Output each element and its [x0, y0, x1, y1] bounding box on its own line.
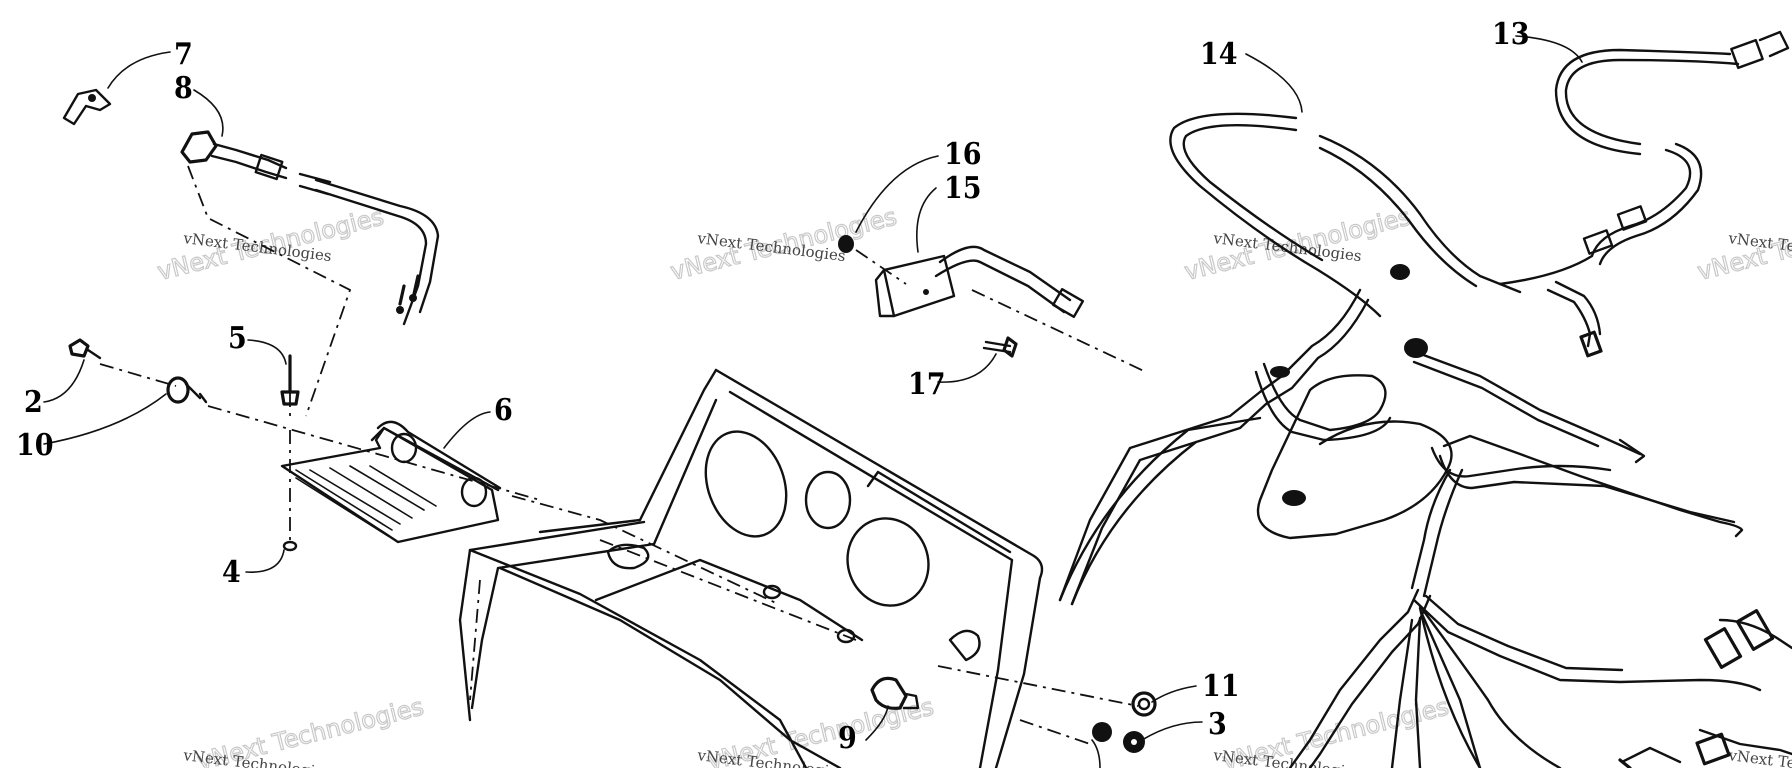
plug-part-16: [838, 235, 854, 253]
leader-lines: [43, 35, 1583, 768]
console-panel: [458, 368, 1044, 768]
watermark: vNext Technologies: [1727, 746, 1792, 768]
wire-harness-13: [1498, 30, 1790, 358]
callout-17: 17: [908, 367, 946, 402]
nut-part-11: [1131, 691, 1157, 717]
callout-15: 15: [944, 171, 982, 206]
watermark: vNext Technologies vNext Technologies: [182, 692, 428, 768]
screw-part-2: [68, 338, 102, 360]
watermark: vNext Technologies vNext Technologies: [154, 202, 387, 286]
callout-11: 11: [1202, 669, 1240, 704]
sensor-block-15: [874, 245, 1085, 318]
callout-14: 14: [1200, 37, 1238, 72]
knob-part-9: [870, 676, 920, 710]
nut-part-3: [1092, 722, 1145, 753]
callout-3: 3: [1208, 707, 1227, 742]
callout-10: 10: [16, 428, 54, 463]
key-part-7: [62, 88, 112, 126]
callout-8: 8: [174, 71, 193, 106]
watermark-caption: vNext Technologies: [1727, 746, 1792, 768]
nut-part-4: [282, 540, 298, 552]
main-wiring-loom: [1058, 416, 1792, 768]
callout-2: 2: [24, 385, 43, 420]
switch-with-cable-8: [180, 130, 440, 326]
bracket-plate-6: [280, 420, 502, 544]
callout-7: 7: [174, 37, 193, 72]
wire-harness-14: [1058, 112, 1646, 606]
callout-5: 5: [228, 321, 247, 356]
callout-labels: 7 8 2 10 5 6 4 16 15 17 14 13 11 3 9: [16, 17, 1530, 756]
callout-6: 6: [494, 393, 513, 428]
callout-4: 4: [222, 555, 241, 590]
grommet-part-10: [166, 376, 208, 404]
alignment-lines: [99, 165, 1147, 745]
watermark: vNext Technologies vNext Technologies: [1694, 202, 1792, 286]
callout-9: 9: [838, 721, 857, 756]
callout-16: 16: [944, 137, 982, 172]
bolt-part-5: [280, 354, 300, 406]
callout-13: 13: [1492, 17, 1530, 52]
screw-part-17: [982, 336, 1018, 358]
